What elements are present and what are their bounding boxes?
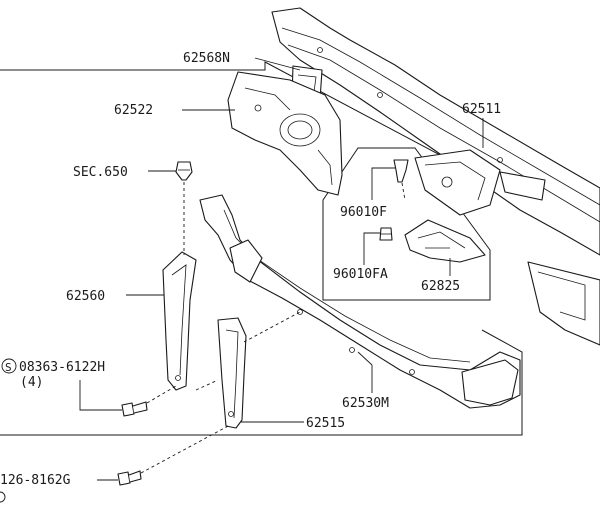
dash-line-62560 — [195, 379, 219, 391]
bracket-62825 — [404, 219, 486, 263]
screw-symbol-letter: S — [5, 361, 12, 374]
clip-sec650 — [175, 161, 193, 181]
label-126-8162G: 126-8162G — [0, 473, 71, 488]
screw-symbol-circle — [1, 358, 17, 374]
leader-62568N — [254, 57, 301, 71]
label-62515: 62515 — [306, 416, 345, 431]
leader-96010F — [371, 167, 395, 200]
label-62530M: 62530M — [342, 396, 389, 411]
leader-bolt1 — [79, 380, 122, 411]
label-62511: 62511 — [462, 102, 501, 117]
leader-96010FA — [363, 232, 380, 265]
clip-96010F — [393, 159, 409, 183]
bracket-62560 — [162, 251, 197, 391]
label-62825: 62825 — [421, 279, 460, 294]
label-sec650: SEC.650 — [73, 165, 128, 180]
clip-96010FA — [379, 227, 393, 241]
label-08363-6122H: 08363-6122H — [19, 360, 105, 375]
label-96010FA: 96010FA — [333, 267, 388, 282]
side-panel-62522 — [227, 71, 343, 196]
label-96010F: 96010F — [340, 205, 387, 220]
dash-line-96010F — [401, 182, 406, 201]
dash-line-bolt1 — [146, 385, 177, 404]
upper-core-support — [271, 7, 600, 346]
partial-symbol-circle — [0, 491, 6, 503]
bolt-08363-6122H — [121, 401, 148, 417]
label-62560: 62560 — [66, 289, 105, 304]
main-assembly-frame — [0, 61, 600, 241]
bracket-subassembly-frame — [322, 147, 491, 301]
label-qty-4: (4) — [20, 375, 43, 390]
lower-core-support-62530M — [199, 194, 521, 409]
dash-line-62515 — [243, 311, 301, 343]
label-62522: 62522 — [114, 103, 153, 118]
dash-line-bolt2 — [140, 424, 231, 474]
bolt-126-8162G — [117, 470, 142, 486]
bracket-62515 — [217, 317, 247, 429]
lower-assembly-frame — [0, 329, 523, 436]
label-62568N: 62568N — [183, 51, 230, 66]
leader-62530M — [357, 351, 373, 393]
